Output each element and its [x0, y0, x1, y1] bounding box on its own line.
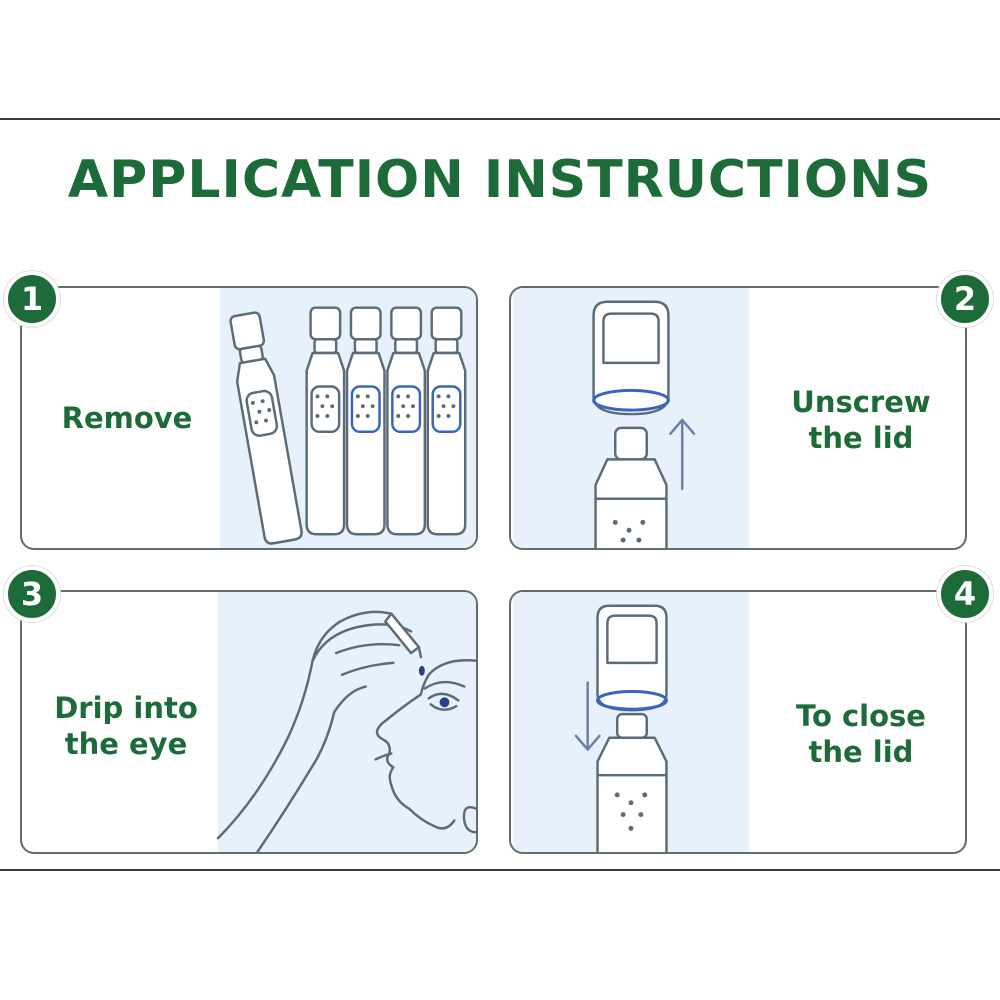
step-3-label-line-1: Drip into [54, 691, 198, 725]
step-4-panel: To close the lid [509, 590, 967, 854]
step-3-label-line-2: the eye [64, 727, 188, 761]
unscrew-illustration [511, 288, 751, 548]
step-2-panel: Unscrew the lid [509, 286, 967, 550]
page-title: APPLICATION INSTRUCTIONS [67, 150, 933, 210]
step-1-panel: Remove [20, 286, 478, 550]
vials-svg [219, 288, 476, 548]
top-rule [0, 118, 1000, 120]
step-1-label-line-1: Remove [61, 401, 193, 435]
step-2-label-line-2: the lid [808, 421, 914, 455]
step-2-badge: 2 [937, 271, 993, 327]
vials-illustration [218, 288, 476, 548]
drip-eye-svg [216, 592, 476, 852]
step-1-label: Remove [32, 400, 222, 436]
step-3-panel: Drip into the eye [20, 590, 478, 854]
step-4-label: To close the lid [755, 698, 965, 770]
step-2-label-line-1: Unscrew [791, 385, 931, 419]
step-4-label-line-2: the lid [808, 735, 914, 769]
bottom-rule [0, 869, 1000, 871]
step-3-badge: 3 [4, 566, 60, 622]
step-3-label: Drip into the eye [28, 690, 224, 762]
close-lid-illustration [511, 592, 751, 852]
unscrew-svg [512, 288, 750, 548]
step-1-badge: 1 [4, 271, 60, 327]
step-2-label: Unscrew the lid [755, 384, 965, 456]
step-4-badge: 4 [937, 566, 993, 622]
close-lid-svg [512, 592, 750, 852]
step-4-label-line-1: To close [796, 699, 926, 733]
drip-eye-illustration [216, 592, 476, 852]
